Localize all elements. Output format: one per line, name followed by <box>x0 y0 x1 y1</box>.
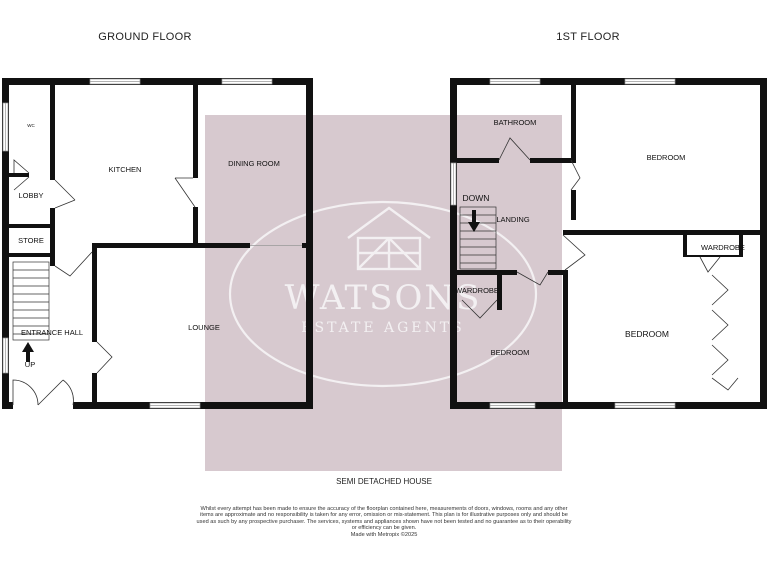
stairs-down-arrow-icon <box>468 210 480 232</box>
store-label: STORE <box>18 236 44 245</box>
first-floor-walls <box>450 78 767 409</box>
stairs-down-label: DOWN <box>463 193 490 203</box>
entrance-hall-label: ENTRANCE HALL <box>21 328 83 337</box>
watermark: WATSONS ESTATE AGENTS <box>205 115 562 471</box>
wc-label: WC <box>27 123 35 128</box>
ground-floor-title: GROUND FLOOR <box>98 31 191 43</box>
first-floor-windows <box>450 78 676 409</box>
ground-floor-plan: WC KITCHEN DINING ROOM LOBBY STORE ENTRA… <box>2 78 313 409</box>
watermark-subtitle: ESTATE AGENTS <box>301 320 464 336</box>
landing-label: LANDING <box>496 215 530 224</box>
stairs-up-label: UP <box>25 360 35 369</box>
kitchen-label: KITCHEN <box>109 165 142 174</box>
watermark-panel <box>205 115 562 471</box>
watermark-ellipse <box>228 200 538 388</box>
bedroom-front-label: BEDROOM <box>647 153 686 162</box>
wardrobe-right-label: WARDROBE <box>701 243 745 252</box>
bathroom-label: BATHROOM <box>494 118 537 127</box>
ground-stairs <box>12 261 50 341</box>
lobby-label: LOBBY <box>18 191 43 200</box>
wardrobe-small-label: WARDROBE <box>455 286 499 295</box>
disclaimer-text: Whilst every attempt has been made to en… <box>195 506 573 538</box>
first-floor-title: 1ST FLOOR <box>556 31 620 43</box>
bedroom-small-label: BEDROOM <box>491 348 530 357</box>
lounge-label: LOUNGE <box>188 323 220 332</box>
ground-floor-doors <box>12 159 196 406</box>
first-stairs <box>459 206 497 270</box>
dining-room-label: DINING ROOM <box>228 159 280 168</box>
ground-floor-windows <box>2 78 302 409</box>
bedroom-large-label: BEDROOM <box>625 329 669 339</box>
metropix-credit: Made with Metropix ©2025 <box>350 531 418 538</box>
stairs-up-arrow-icon <box>22 342 34 362</box>
watermark-house-icon <box>347 206 431 271</box>
property-type-caption: SEMI DETACHED HOUSE <box>336 477 432 486</box>
first-floor-plan: BATHROOM BEDROOM DOWN LANDING WARDROBE W… <box>450 78 767 409</box>
disclaimer-body: Whilst every attempt has been made to en… <box>196 506 572 532</box>
first-floor-doors <box>461 137 739 391</box>
watermark-brand: WATSONS <box>285 278 482 318</box>
